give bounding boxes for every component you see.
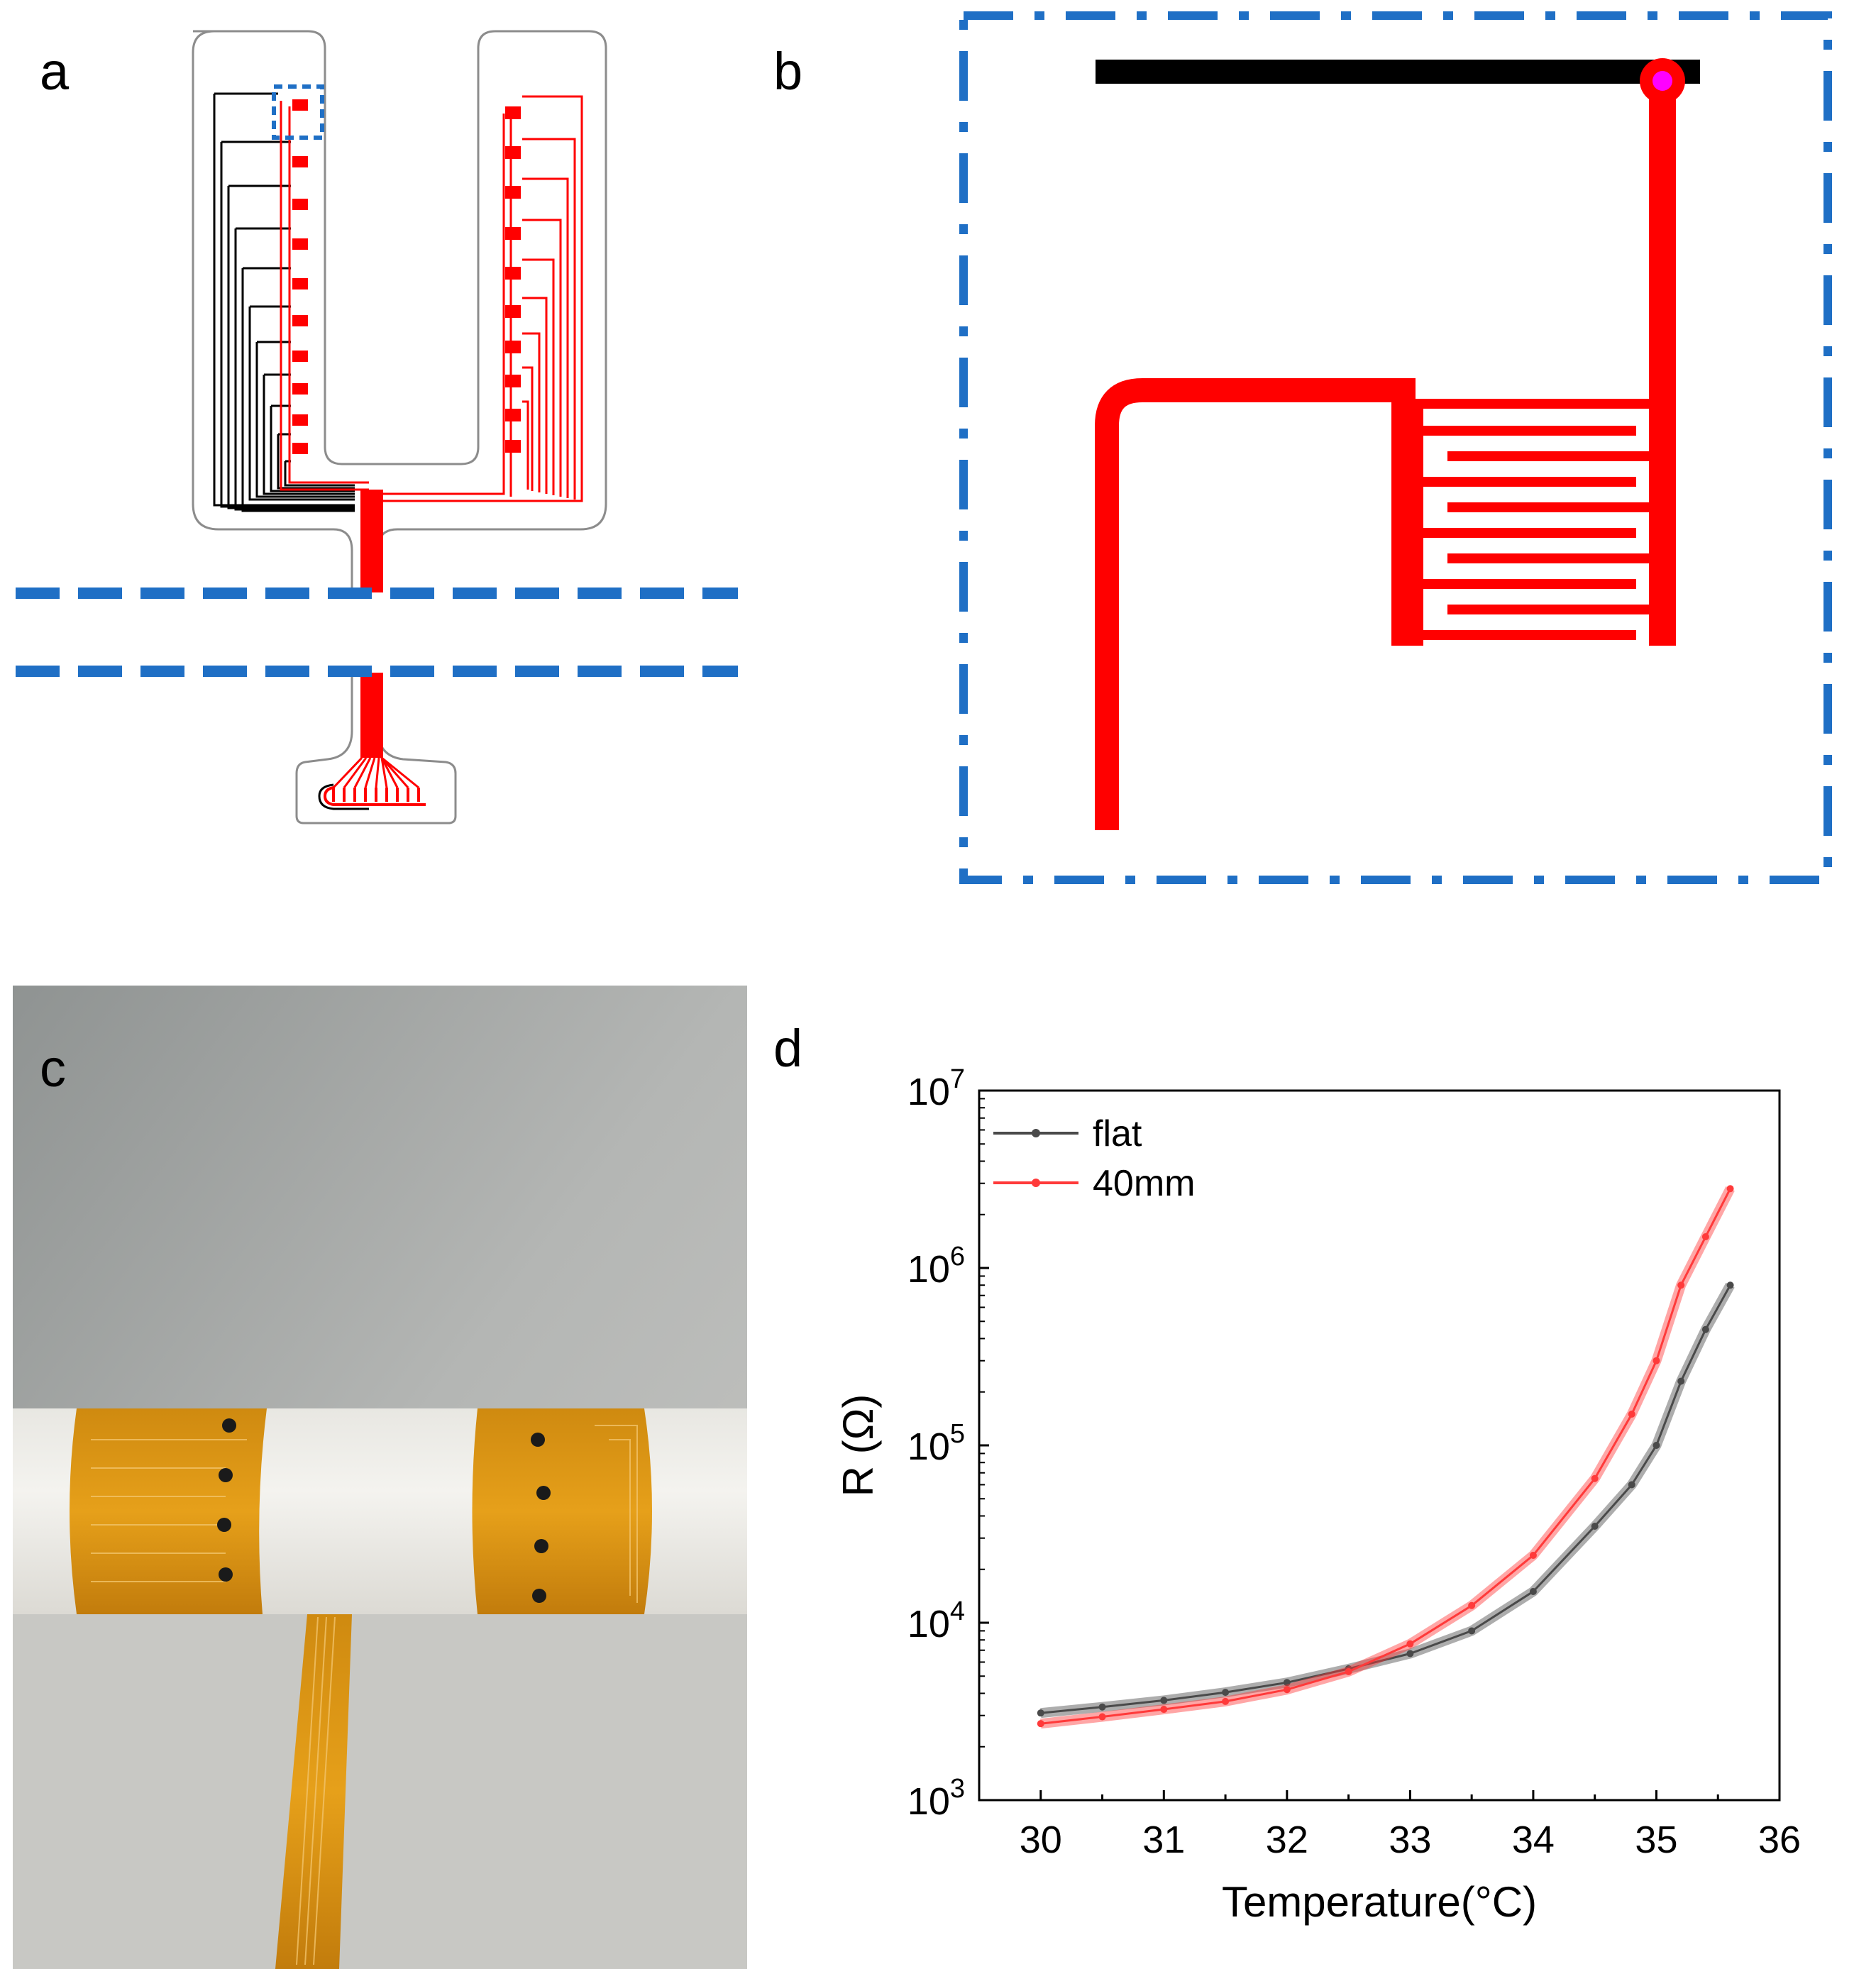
- x-tick-label: 34: [1512, 1819, 1555, 1861]
- red-return-lead: [1095, 378, 1416, 830]
- neck-bus-bottom: [360, 673, 383, 758]
- panel-label-d: d: [773, 1019, 803, 1078]
- connector-black-loop: [318, 783, 369, 810]
- x-tick-label: 31: [1142, 1819, 1185, 1861]
- data-point-flat: [1529, 1587, 1537, 1595]
- data-point-flat: [1468, 1627, 1476, 1635]
- data-point-40mm: [1726, 1185, 1734, 1193]
- kapton-tail: [275, 1614, 352, 1969]
- connector-pads: [323, 786, 426, 806]
- y-axis-label: R (Ω): [834, 1394, 882, 1497]
- panel-label-a: a: [40, 42, 70, 101]
- y-tick-label: 107: [907, 1064, 965, 1113]
- data-point-flat: [1283, 1679, 1291, 1687]
- panel-a-layout: a: [0, 0, 752, 894]
- y-tick-label: 106: [907, 1242, 965, 1291]
- series-line-flat: [1040, 1284, 1731, 1714]
- data-point-40mm: [1345, 1667, 1352, 1675]
- sensor-pads-left: [292, 99, 308, 454]
- data-point-40mm: [1468, 1601, 1476, 1609]
- data-point-40mm: [1529, 1551, 1537, 1559]
- x-tick-label: 33: [1389, 1819, 1431, 1861]
- panel-d-chart: d 30 31 32 33 34 35 36 103 104 105 106 107 Tempera…: [752, 986, 1876, 1969]
- data-point-flat: [1677, 1377, 1685, 1385]
- x-tick-label: 32: [1266, 1819, 1308, 1861]
- black-lead: [1096, 60, 1700, 84]
- substrate-outline: [192, 30, 607, 592]
- via-center: [1652, 71, 1672, 91]
- copper-lines: [91, 1425, 638, 1965]
- data-point-40mm: [1628, 1410, 1635, 1418]
- data-point-flat: [1652, 1442, 1660, 1449]
- data-point-40mm: [1222, 1697, 1230, 1705]
- data-point-40mm: [1591, 1474, 1599, 1482]
- sensor-pads-right: [505, 106, 521, 453]
- floor: [13, 1610, 747, 1969]
- series-line-40mm: [1040, 1188, 1731, 1725]
- legend-label-flat: flat: [1093, 1113, 1142, 1154]
- layout-diagram: [16, 30, 738, 824]
- substrate-tail-outline: [295, 673, 457, 824]
- y-tick-label: 104: [907, 1596, 965, 1645]
- red-vertical-lead: [1649, 78, 1676, 646]
- y-tick-label: 105: [907, 1419, 965, 1468]
- red-traces-right: [369, 95, 583, 502]
- fan-out: [332, 756, 419, 789]
- data-point-40mm: [1406, 1640, 1414, 1648]
- data-point-flat: [1222, 1689, 1230, 1697]
- data-point-flat: [1098, 1703, 1106, 1711]
- legend-marker-flat: [1032, 1129, 1040, 1137]
- kapton-band-left: [70, 1408, 267, 1614]
- panel-c-photo: c: [13, 986, 747, 1969]
- data-point-flat: [1037, 1709, 1044, 1717]
- x-tick-label: 35: [1635, 1819, 1677, 1861]
- legend: flat 40mm: [993, 1113, 1195, 1204]
- data-point-40mm: [1160, 1706, 1168, 1714]
- legend-marker-40mm: [1032, 1179, 1040, 1187]
- data-point-flat: [1591, 1522, 1599, 1530]
- data-point-40mm: [1037, 1720, 1044, 1728]
- x-tick-label: 30: [1020, 1819, 1062, 1861]
- resistance-temperature-chart: 30 31 32 33 34 35 36 103 104 105 106 107 Temperatu…: [834, 1064, 1801, 1926]
- device-photo: [13, 986, 747, 1969]
- data-point-flat: [1701, 1325, 1709, 1333]
- interdigitated-electrode: [1412, 399, 1660, 646]
- data-point-flat: [1628, 1481, 1635, 1489]
- series-band-flat: [1040, 1282, 1735, 1719]
- zoom-box: [272, 84, 324, 140]
- neck-bus-top: [360, 490, 383, 592]
- panel-b-sensor-zoom: b: [752, 0, 1876, 894]
- data-point-40mm: [1283, 1686, 1291, 1694]
- panel-label-c: c: [40, 1039, 66, 1098]
- kapton-band-right: [472, 1408, 652, 1614]
- data-point-flat: [1726, 1281, 1734, 1289]
- data-point-flat: [1160, 1697, 1168, 1704]
- x-axis-label: Temperature(°C): [1222, 1878, 1537, 1926]
- data-point-flat: [1406, 1650, 1414, 1658]
- panel-label-b: b: [773, 42, 803, 101]
- data-point-40mm: [1652, 1357, 1660, 1364]
- x-tick-label: 36: [1758, 1819, 1801, 1861]
- series-band-40mm: [1040, 1186, 1735, 1729]
- data-point-40mm: [1677, 1281, 1685, 1289]
- legend-label-40mm: 40mm: [1093, 1163, 1195, 1204]
- data-point-40mm: [1701, 1232, 1709, 1240]
- sensor-zoom-diagram: [959, 11, 1832, 884]
- y-tick-label: 103: [907, 1774, 965, 1823]
- red-traces-left: [280, 101, 369, 491]
- black-traces: [213, 92, 355, 512]
- sensor-dots: [217, 1418, 551, 1603]
- data-point-40mm: [1098, 1713, 1106, 1721]
- zoom-frame: [959, 11, 1832, 884]
